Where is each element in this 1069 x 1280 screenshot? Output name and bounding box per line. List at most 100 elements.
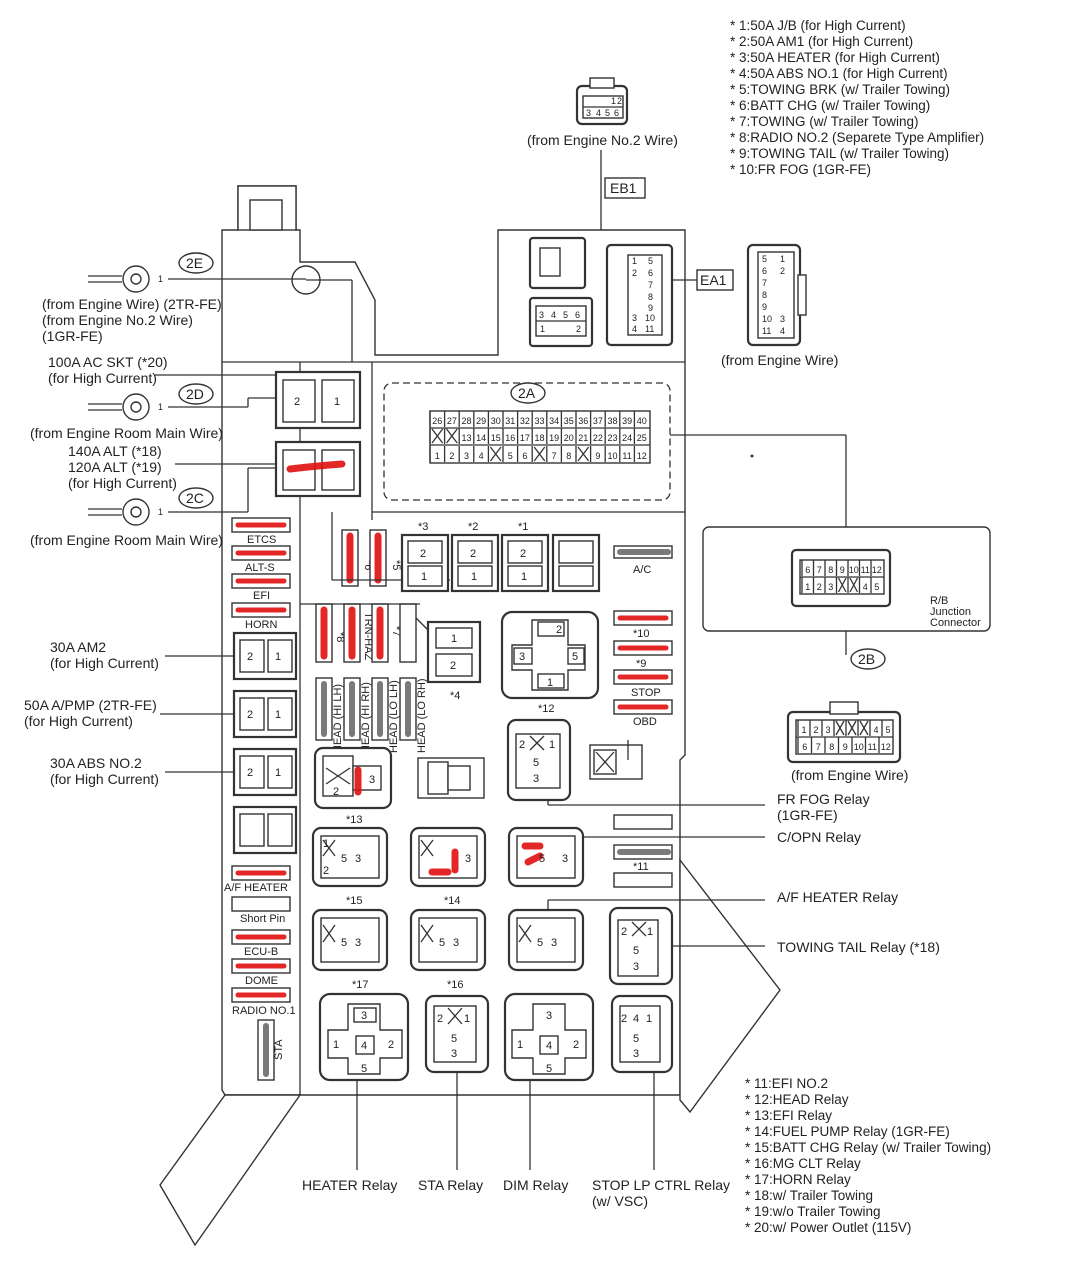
- ea1-socket-pin: 11: [645, 324, 654, 334]
- ac-skt-label: 100A AC SKT (*20): [48, 354, 168, 370]
- fuse-label: TRN-HAZ: [362, 612, 374, 661]
- ea1-pin: 1: [780, 254, 785, 264]
- relay-mg-clt[interactable]: 2 1 5 3: [424, 994, 490, 1074]
- terminal-number: 1: [647, 926, 653, 938]
- fuse-ecu-b[interactable]: ECU-B: [231, 929, 291, 958]
- ref-label: *16: [447, 979, 464, 991]
- pin-number: 9: [595, 451, 600, 461]
- fuse-head-lo-rh[interactable]: HEAD (LO RH): [399, 677, 428, 753]
- pin-number: 3: [464, 451, 469, 461]
- legend-bottom-item: * 12:HEAD Relay: [745, 1092, 849, 1107]
- relay-stop-lp-ctrl[interactable]: 2 4 1 5 3: [610, 994, 674, 1074]
- legend-top-item: * 9:TOWING TAIL (w/ Trailer Towing): [730, 146, 949, 161]
- pin-number: 8: [566, 451, 571, 461]
- fuse-af-heater[interactable]: A/F HEATER: [224, 865, 291, 894]
- ea1-socket-pin: 4: [632, 324, 637, 334]
- relay-row2-b[interactable]: 3: [409, 826, 487, 888]
- fuse-alt-s[interactable]: ALT-S: [231, 545, 291, 574]
- fuse-sta[interactable]: STA: [257, 1019, 285, 1081]
- alt-label: 120A ALT (*19): [68, 459, 162, 475]
- fuse-spare-right[interactable]: [613, 814, 673, 830]
- terminal-number: 1: [517, 1039, 523, 1051]
- fuse-ac[interactable]: A/C: [613, 545, 673, 576]
- terminal-number: 1: [421, 571, 427, 583]
- legend-top-item: * 2:50A AM1 (for High Current): [730, 34, 913, 49]
- fuse-head-hi-lh[interactable]: HEAD (HI LH): [315, 677, 344, 753]
- fuse-heater-50a[interactable]: 2 1: [400, 533, 450, 593]
- relay-row1-a[interactable]: 3 2: [313, 746, 393, 810]
- fuse-abs1-50a[interactable]: [551, 533, 601, 593]
- fuse-fr-fog[interactable]: *10: [613, 610, 673, 640]
- terminal-number: 3: [355, 937, 361, 949]
- relay-row1-d[interactable]: [589, 744, 643, 780]
- fuse-label: A/C: [633, 564, 651, 576]
- fuse-trn-haz[interactable]: TRN-HAZ: [343, 603, 374, 663]
- rb-label-line: Connector: [930, 617, 981, 629]
- pin-number: 34: [549, 416, 559, 426]
- relay-copn[interactable]: 5 3: [507, 826, 585, 888]
- fuse-radio-no2[interactable]: *8: [315, 603, 346, 663]
- fuse-horn[interactable]: HORN: [231, 602, 291, 631]
- fuse-jb-50a[interactable]: 2 1: [500, 533, 550, 593]
- terminal-number: 1: [334, 396, 340, 408]
- fuse-radio-no1[interactable]: RADIO NO.1: [231, 987, 296, 1017]
- fuse-am2[interactable]: 2 1: [232, 631, 298, 681]
- terminal-number: 3: [355, 853, 361, 865]
- relay-efi[interactable]: 1 5 3 2: [311, 826, 389, 888]
- pin-number: 11: [861, 565, 870, 575]
- fuse-apmp[interactable]: 2 1: [232, 689, 298, 739]
- c2-source-label: (from Engine Room Main Wire): [30, 532, 223, 548]
- fuse-towing-tail[interactable]: *9: [613, 640, 673, 670]
- fuse-batt-chg[interactable]: *6: [341, 529, 374, 587]
- fuse-spare-large[interactable]: [232, 805, 298, 855]
- pin-blank-mark: [446, 428, 458, 444]
- pin-number: 20: [564, 433, 574, 443]
- pin-number: 3: [825, 725, 830, 735]
- fuse-ac-skt[interactable]: 2 1: [274, 370, 362, 430]
- relay-dim[interactable]: 3 1 4 2 5: [503, 992, 595, 1082]
- relay-batt-chg[interactable]: 5 3: [311, 908, 389, 972]
- fuse-spare-vertical[interactable]: [399, 603, 417, 663]
- relay-horn[interactable]: 3 1 4 2 5: [318, 992, 410, 1082]
- relay-fr-fog[interactable]: 2 1 5 3: [506, 718, 572, 802]
- relay-row1-b[interactable]: [417, 757, 485, 799]
- fuse-etcs[interactable]: ETCS: [231, 517, 291, 546]
- fuse-dome[interactable]: DOME: [231, 958, 291, 987]
- legend-top-item: * 3:50A HEATER (for High Current): [730, 50, 940, 65]
- relay-4[interactable]: 1 2 *4: [426, 620, 482, 702]
- connector-2c-tag: 2C: [186, 490, 204, 506]
- alt-label: (for High Current): [68, 475, 177, 491]
- relay-af-heater[interactable]: 5 3: [507, 908, 585, 972]
- fuse-abs2[interactable]: 2 1: [232, 747, 298, 797]
- fuse-towing-brk[interactable]: *5: [369, 529, 402, 587]
- relay-fuel-pump[interactable]: 5 3: [409, 908, 487, 972]
- fuse-obd[interactable]: OBD: [613, 699, 673, 728]
- sta-relay-label: STA Relay: [418, 1177, 483, 1193]
- ref-label: *17: [352, 979, 369, 991]
- pin-number: 27: [447, 416, 457, 426]
- pin-number: 10: [607, 451, 617, 461]
- fuse-head-lo-lh[interactable]: HEAD (LO LH): [371, 677, 400, 753]
- pin-number: 2: [817, 582, 822, 592]
- pin-number: 5: [508, 451, 513, 461]
- terminal-number: 2: [556, 624, 562, 636]
- fuse-label: A/F HEATER: [224, 882, 288, 894]
- relay-towing-tail[interactable]: 2 1 5 3: [608, 906, 674, 986]
- pin-number: 5: [885, 725, 890, 735]
- fuse-alt[interactable]: [274, 440, 362, 498]
- short-pin[interactable]: Short Pin: [231, 896, 291, 925]
- pin-blank-mark: [849, 577, 859, 593]
- fuse-towing[interactable]: *7: [371, 603, 402, 663]
- fuse-head-hi-rh[interactable]: HEAD (HI RH): [343, 677, 372, 753]
- fuse-stop[interactable]: STOP: [613, 669, 673, 699]
- fuse-am1-50a[interactable]: 2 1: [450, 533, 500, 593]
- d2-source-label: (from Engine Room Main Wire): [30, 425, 223, 441]
- terminal-number: 5: [439, 937, 445, 949]
- ref-label: *10: [633, 628, 650, 640]
- fuse-efi-no2[interactable]: *11: [613, 844, 673, 873]
- fuse-spare-right[interactable]: [613, 872, 673, 888]
- ea1-socket-pin: 6: [648, 268, 653, 278]
- fuse-efi[interactable]: EFI: [231, 573, 291, 602]
- pin-number: 29: [476, 416, 486, 426]
- relay-head-12[interactable]: 3 5 1 2 *12: [500, 610, 600, 715]
